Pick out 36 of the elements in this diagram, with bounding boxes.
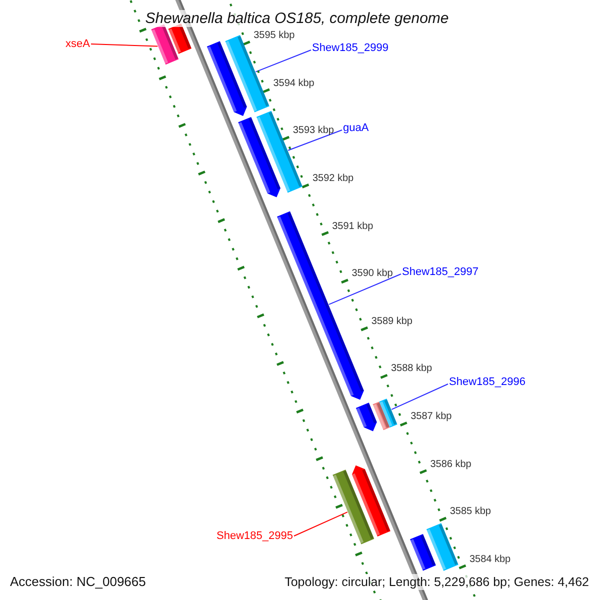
gene-bar — [372, 402, 390, 430]
scale-label: 3584 kbp — [469, 552, 511, 567]
scale-label: 3585 kbp — [450, 505, 491, 520]
genome-summary: Topology: circular; Length: 5,229,686 bp; Genes: 4,462 — [282, 574, 591, 590]
pointed-gene-bar — [238, 116, 280, 198]
scale-label: 3587 kbp — [410, 410, 452, 424]
leader-line — [294, 512, 348, 536]
gene-bar — [151, 24, 179, 65]
pointed-gene-bar — [352, 465, 390, 536]
gene-bar — [426, 523, 458, 571]
scale-label: 3590 kbp — [352, 267, 393, 282]
scale-label: 3595 kbp — [254, 29, 295, 44]
gene-bar — [410, 534, 436, 571]
scale-label: 3586 kbp — [430, 458, 472, 472]
gene-label: Shew185_2995 — [216, 529, 293, 543]
scale-label: 3594 kbp — [273, 76, 314, 91]
gene-label: Shew185_2997 — [402, 265, 478, 279]
scale-label: 3593 kbp — [292, 124, 334, 138]
pointed-gene-bar — [206, 41, 247, 116]
leader-line — [255, 50, 312, 72]
gene-bar — [379, 398, 398, 428]
accession-label: Accession: NC_009665 — [10, 574, 146, 590]
pointed-gene-bar — [356, 402, 377, 432]
leader-line — [328, 274, 402, 305]
gene-label: Shew185_2996 — [449, 375, 526, 389]
scale-label: 3588 kbp — [390, 362, 432, 376]
scale-label: 3591 kbp — [332, 220, 374, 234]
gene-label: xseA — [66, 37, 90, 51]
gene-label: guaA — [343, 121, 369, 135]
gene-bar — [332, 470, 374, 544]
leader-line — [90, 44, 158, 47]
gene-label: Shew185_2999 — [312, 41, 388, 55]
leader-line — [391, 384, 448, 410]
leader-line — [288, 130, 342, 151]
scale-label: 3592 kbp — [312, 172, 354, 186]
scale-label: 3589 kbp — [371, 314, 412, 329]
